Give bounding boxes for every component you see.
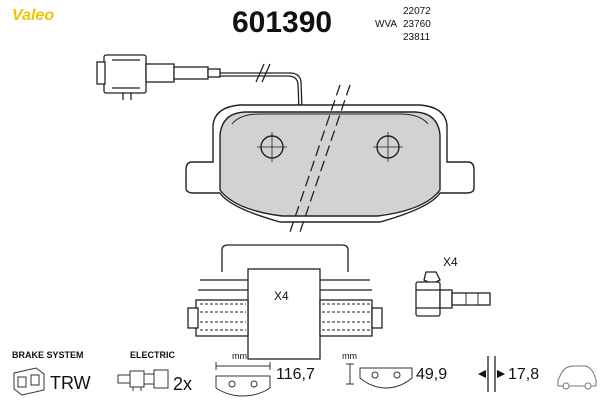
electric-label: ELECTRIC: [130, 350, 176, 360]
sensor-plug-icon: [117, 369, 169, 391]
thickness-value: 17,8: [508, 366, 539, 383]
part-number: 601390: [232, 6, 332, 39]
thickness-icon: [478, 356, 505, 392]
bolt-quantity: X4: [443, 255, 458, 269]
car-icon: [557, 365, 597, 390]
caliper-icon: [13, 367, 45, 396]
guide-bolt-icon: [415, 271, 491, 317]
wear-sensor: [96, 54, 303, 111]
brand-logo: Valeo: [12, 7, 54, 24]
brake-system-value: TRW: [50, 373, 91, 393]
sensor-connector: [103, 54, 147, 94]
brake-pad-front-view: [185, 84, 475, 233]
friction-material: [219, 111, 441, 217]
sensor-cable: [220, 72, 303, 111]
pad-length-icon: [215, 362, 271, 397]
retaining-clip: [187, 244, 383, 360]
electric-value: 2x: [173, 374, 192, 394]
wva-code: 23811: [403, 32, 431, 43]
wva-label: WVA: [375, 19, 397, 30]
slot-line: [289, 84, 341, 233]
pad-height-icon: [346, 363, 413, 389]
brake-system-label: BRAKE SYSTEM: [12, 350, 84, 360]
wva-code: 22072: [403, 6, 431, 17]
height-value: 49,9: [416, 366, 447, 383]
length-value: 116,7: [276, 366, 315, 383]
length-unit: mm: [232, 351, 247, 361]
wva-code: 23760: [403, 19, 431, 30]
clip-quantity: X4: [274, 289, 289, 303]
height-unit: mm: [342, 351, 357, 361]
